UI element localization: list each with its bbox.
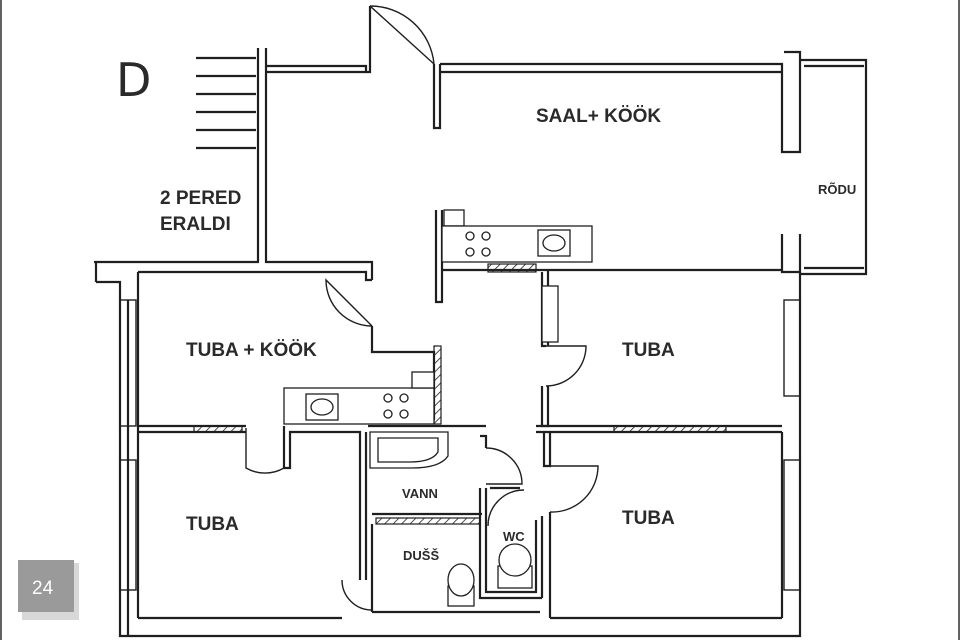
block-letter: D: [116, 53, 151, 107]
room-label-saal-kook: SAAL+ KÖÖK: [536, 106, 661, 127]
note-pered-line2: ERALDI: [160, 214, 231, 235]
room-label-wc: WC: [503, 529, 525, 544]
room-label-tuba-west-lower: TUBA: [186, 514, 239, 535]
room-label-rodu: RÕDU: [818, 182, 856, 197]
page-number: 24: [32, 578, 54, 599]
toilet-wc: [497, 543, 533, 589]
toilet-duss: [447, 563, 475, 607]
room-label-duss: DUŠŠ: [403, 548, 439, 563]
note-pered-line1: 2 PERED: [160, 188, 241, 209]
kitchen-counter-lower: [283, 371, 435, 425]
wardrobe: [541, 285, 559, 343]
room-label-tuba-east-upper: TUBA: [622, 340, 675, 361]
outer-walls: [94, 6, 868, 638]
interior-walls: [136, 209, 784, 620]
staircase: [94, 48, 260, 264]
room-label-vann: VANN: [402, 486, 438, 501]
page-number-badge: 24: [18, 560, 79, 620]
room-label-tuba-kook: TUBA + KÖÖK: [186, 340, 317, 361]
room-label-tuba-east-lower: TUBA: [622, 508, 675, 529]
kitchen-counter-upper: [441, 225, 593, 263]
door-swings: [245, 5, 599, 611]
